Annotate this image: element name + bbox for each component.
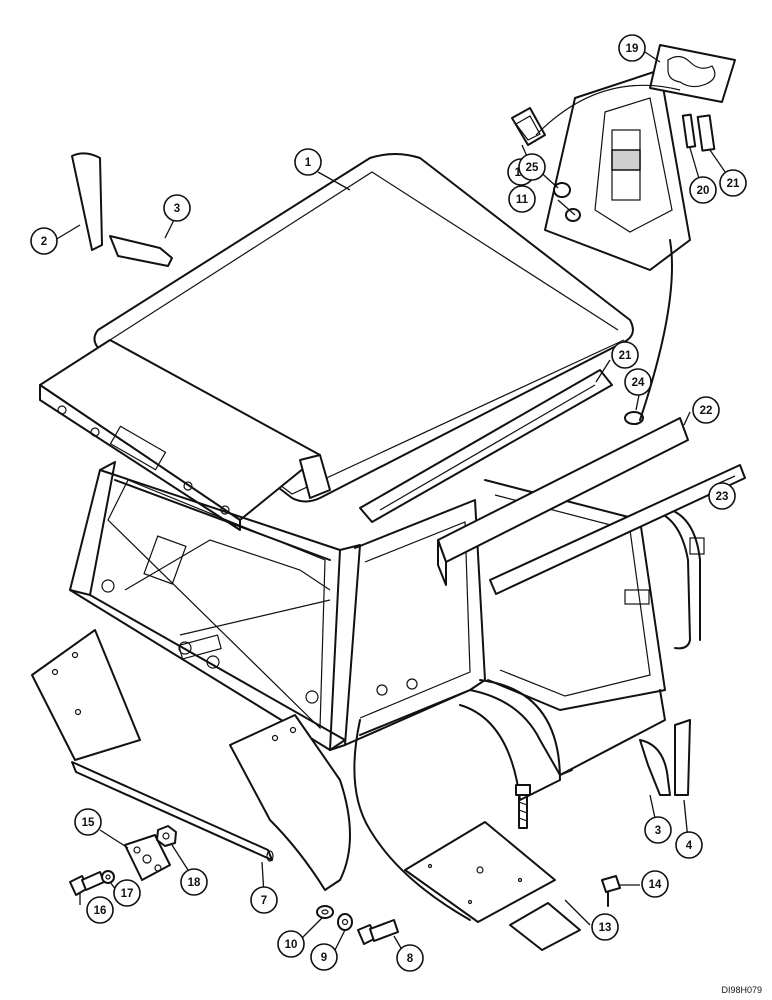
svg-text:13: 13 [599,922,612,934]
washer-9 [337,913,353,931]
left-rear-fender-panel [31,629,141,761]
svg-text:4: 4 [686,840,693,852]
svg-text:14: 14 [649,879,662,891]
washer-10 [316,905,334,919]
screw-14 [601,875,621,907]
channel-rail [437,417,689,586]
reference-code: DI98H079 [721,985,762,995]
callout-17: 17 [113,879,141,907]
callout-3-bottom: 3 [644,816,672,844]
callout-8: 8 [396,944,424,972]
svg-text:7: 7 [261,895,267,907]
svg-text:15: 15 [82,817,95,829]
callout-9: 9 [310,943,338,971]
callout-13: 13 [591,913,619,941]
svg-text:9: 9 [321,952,327,964]
callout-2: 2 [30,227,58,255]
svg-text:25: 25 [526,162,539,174]
svg-text:10: 10 [285,939,298,951]
svg-text:2: 2 [41,236,47,248]
svg-text:11: 11 [516,194,529,206]
callout-22: 22 [692,396,720,424]
nut [156,825,177,847]
plug [624,411,644,425]
svg-text:17: 17 [121,888,134,900]
svg-text:19: 19 [626,43,639,55]
floor-bolt [515,784,531,829]
bolt-8 [357,919,399,945]
callout-20: 20 [689,176,717,204]
callout-21-mid: 21 [611,341,639,369]
callout-18: 18 [180,868,208,896]
bracket-plate [124,834,171,881]
callout-10: 10 [277,930,305,958]
callout-7: 7 [250,886,278,914]
lower-fender [229,714,351,891]
washer-left [101,870,115,884]
hex-bolt-left [69,871,105,896]
angle-strip [489,464,746,595]
svg-text:21: 21 [727,178,740,190]
callout-4: 4 [675,831,703,859]
svg-text:24: 24 [632,377,645,389]
rod [71,761,274,862]
pillar-trim-right [639,719,691,796]
callout-19: 19 [618,34,646,62]
trim-strips [681,113,716,152]
small-plate [509,902,581,951]
callout-14: 14 [641,870,669,898]
floor-plate [404,821,556,923]
svg-text:8: 8 [407,953,414,965]
svg-text:20: 20 [697,185,710,197]
svg-text:16: 16 [94,905,107,917]
wire-harness [353,84,681,921]
callout-25-disp: 25 [518,153,546,181]
svg-text:21: 21 [619,350,632,362]
svg-text:3: 3 [655,825,661,837]
callout-15: 15 [74,808,102,836]
svg-text:23: 23 [716,491,729,503]
top-trim-rail [359,369,613,523]
small-cover [511,107,546,146]
svg-text:1: 1 [305,157,312,169]
callout-21-top: 21 [719,169,747,197]
rear-panel [544,69,691,271]
cab-frame [69,461,705,801]
front-console [39,339,331,531]
callout-1: 1 [294,148,322,176]
callout-24: 24 [624,368,652,396]
svg-text:22: 22 [700,405,713,417]
callout-16: 16 [86,896,114,924]
svg-text:18: 18 [188,877,201,889]
callout-3-top: 3 [163,194,191,222]
callout-23: 23 [708,482,736,510]
pillar-trim-left [71,152,173,267]
callout-11: 11 [508,185,536,213]
svg-text:3: 3 [174,203,180,215]
